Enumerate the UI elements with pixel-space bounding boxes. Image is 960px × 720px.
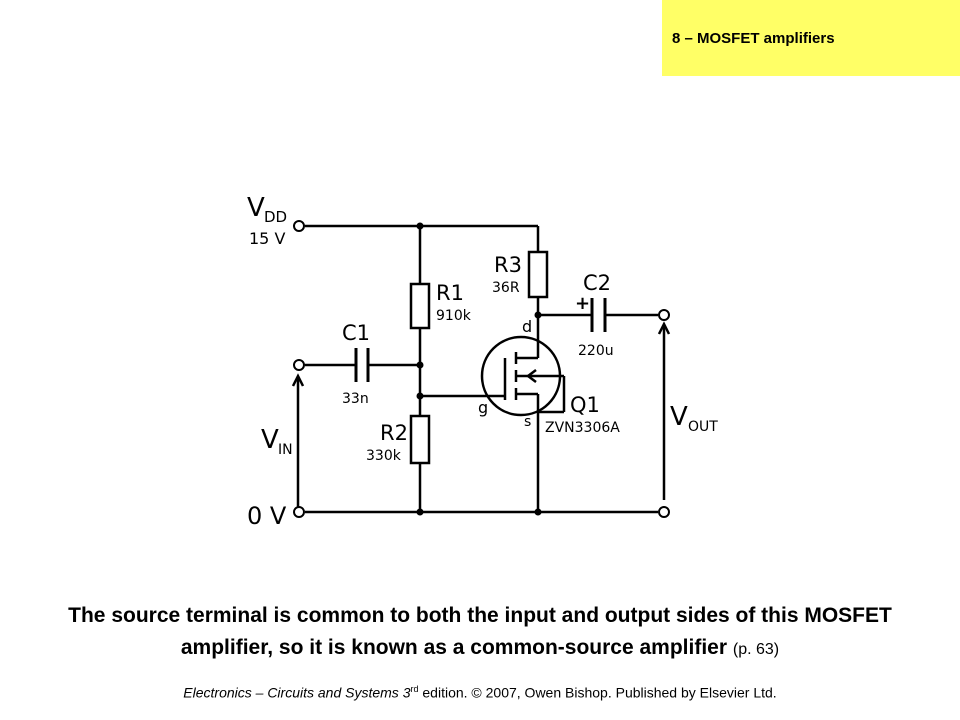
r1-resistor — [409, 282, 431, 330]
caption-page-ref: (p. 63) — [732, 641, 780, 658]
ground-terminal-left — [293, 506, 305, 518]
caption-text: The source terminal is common to both th… — [68, 604, 892, 659]
q1-part-label: ZVN3306A — [545, 420, 620, 436]
r1-name-label: R1 — [436, 281, 464, 305]
r2-name-label: R2 — [380, 421, 408, 445]
junction-dot — [416, 392, 424, 400]
r2-resistor — [409, 414, 431, 465]
r3-resistor — [527, 250, 549, 299]
c2-plus-label: + — [575, 293, 590, 314]
r3-name-label: R3 — [494, 253, 522, 277]
vdd-label-main: V — [247, 193, 265, 223]
gate-label: g — [478, 398, 488, 417]
junction-dot — [534, 508, 542, 516]
vin-label-sub: IN — [278, 442, 293, 458]
circuit-wires — [291, 224, 671, 514]
vout-label-sub: OUT — [688, 419, 718, 435]
vin-terminal — [293, 359, 305, 371]
c2-name-label: C2 — [583, 271, 611, 295]
r2-value-label: 330k — [366, 448, 402, 464]
r3-value-label: 36R — [492, 280, 520, 296]
footer-edition-sup: rd — [410, 684, 419, 694]
section-tab: 8 – MOSFET amplifiers — [662, 0, 960, 76]
junction-dot — [416, 361, 424, 369]
junction-dot — [416, 222, 424, 230]
vdd-terminal — [293, 220, 305, 232]
vdd-label-sub: DD — [264, 208, 287, 226]
caption: The source terminal is common to both th… — [20, 600, 940, 666]
vout-arrow-head — [657, 321, 671, 335]
section-title: 8 – MOSFET amplifiers — [672, 30, 835, 47]
vin-arrow-head — [291, 373, 305, 387]
footer-book-title: Electronics – Circuits and Systems 3 — [183, 684, 411, 701]
r1-value-label: 910k — [436, 308, 472, 324]
q1-name-label: Q1 — [570, 393, 600, 417]
vdd-value-label: 15 V — [249, 229, 285, 248]
vin-label-main: V — [261, 425, 279, 455]
vout-terminal — [658, 309, 670, 321]
ground-terminal-right — [658, 506, 670, 518]
junction-dot — [416, 508, 424, 516]
junction-dot — [534, 311, 542, 319]
circuit-diagram: V DD 15 V 0 V V IN V OUT R1 910k R2 330k… — [247, 193, 718, 530]
source-label: s — [524, 414, 531, 430]
vout-label-main: V — [670, 402, 688, 432]
body-arrow — [525, 369, 537, 383]
c1-value-label: 33n — [342, 391, 369, 407]
footer-rest: edition. © 2007, Owen Bishop. Published … — [418, 684, 777, 701]
footer-citation: Electronics – Circuits and Systems 3rd e… — [0, 684, 960, 701]
mosfet-circle — [480, 335, 562, 417]
c2-value-label: 220u — [578, 343, 614, 359]
drain-label: d — [522, 317, 532, 336]
c1-name-label: C1 — [342, 321, 370, 345]
zero-v-label: 0 V — [247, 502, 287, 530]
